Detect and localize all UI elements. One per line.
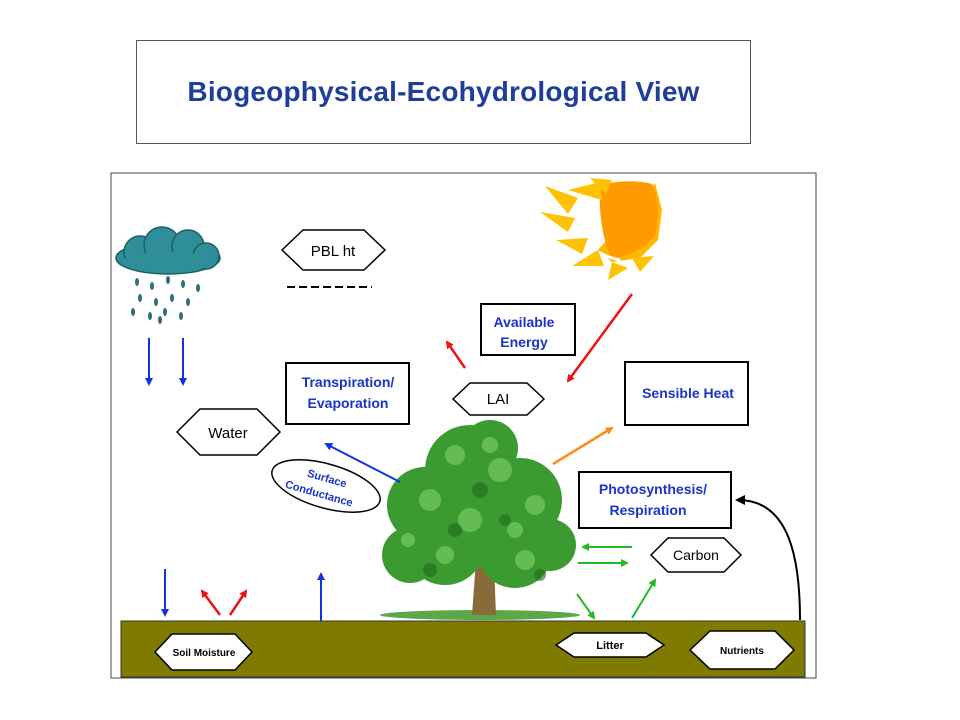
- sensible-heat-arrow: [552, 426, 614, 466]
- sensible-heat-label: Sensible Heat: [642, 385, 734, 401]
- nutrients-hexagon: Nutrients: [688, 630, 796, 670]
- pbl-label: PBL ht: [311, 243, 356, 260]
- photosynthesis-box: Photosynthesis/ Respiration: [578, 471, 732, 529]
- lai-label: LAI: [487, 391, 510, 408]
- photosynthesis-label-line1: Photosynthesis/: [599, 481, 707, 497]
- photosynthesis-label-line2: Respiration: [609, 502, 686, 518]
- radiation-arrow: [566, 293, 634, 383]
- transpiration-box: Transpiration/ Evaporation: [285, 362, 410, 425]
- lai-hexagon: LAI: [451, 382, 546, 416]
- transpiration-label-line1: Transpiration/: [302, 374, 395, 390]
- litter-label: Litter: [596, 640, 624, 652]
- soil-evaporation-arrow-right: [228, 589, 248, 616]
- carbon-hexagon: Carbon: [649, 537, 743, 573]
- litterfall-arrow: [576, 593, 596, 620]
- decomposition-arrow: [631, 578, 657, 619]
- title-box: Biogeophysical-Ecohydrological View: [136, 40, 751, 144]
- page-title: Biogeophysical-Ecohydrological View: [187, 76, 700, 107]
- transpiration-label-line2: Evaporation: [308, 395, 389, 411]
- soil-moisture-hexagon: Soil Moisture: [153, 633, 254, 671]
- available-energy-label-line2: Energy: [500, 334, 548, 350]
- transpiration-arrow: [324, 443, 401, 483]
- soil-evaporation-arrow-left: [200, 589, 221, 616]
- tree-icon: [380, 420, 580, 620]
- available-energy-box: Available Energy: [480, 303, 576, 356]
- sensible-heat-box: Sensible Heat: [624, 361, 749, 426]
- litter-hexagon: Litter: [554, 632, 666, 658]
- nutrient-feedback-arrow: [735, 495, 801, 621]
- water-hexagon: Water: [175, 408, 282, 456]
- soil-moisture-label: Soil Moisture: [173, 648, 236, 659]
- pbl-hexagon: PBL ht: [280, 229, 387, 271]
- water-label: Water: [208, 425, 247, 442]
- available-energy-label-line1: Available: [494, 314, 555, 330]
- carbon-label: Carbon: [673, 547, 719, 563]
- sun-icon: [540, 178, 662, 280]
- nutrients-label: Nutrients: [720, 646, 764, 657]
- rain-cloud-icon: [115, 226, 221, 275]
- energy-arrow: [445, 340, 467, 369]
- raindrops-icon: [131, 276, 200, 324]
